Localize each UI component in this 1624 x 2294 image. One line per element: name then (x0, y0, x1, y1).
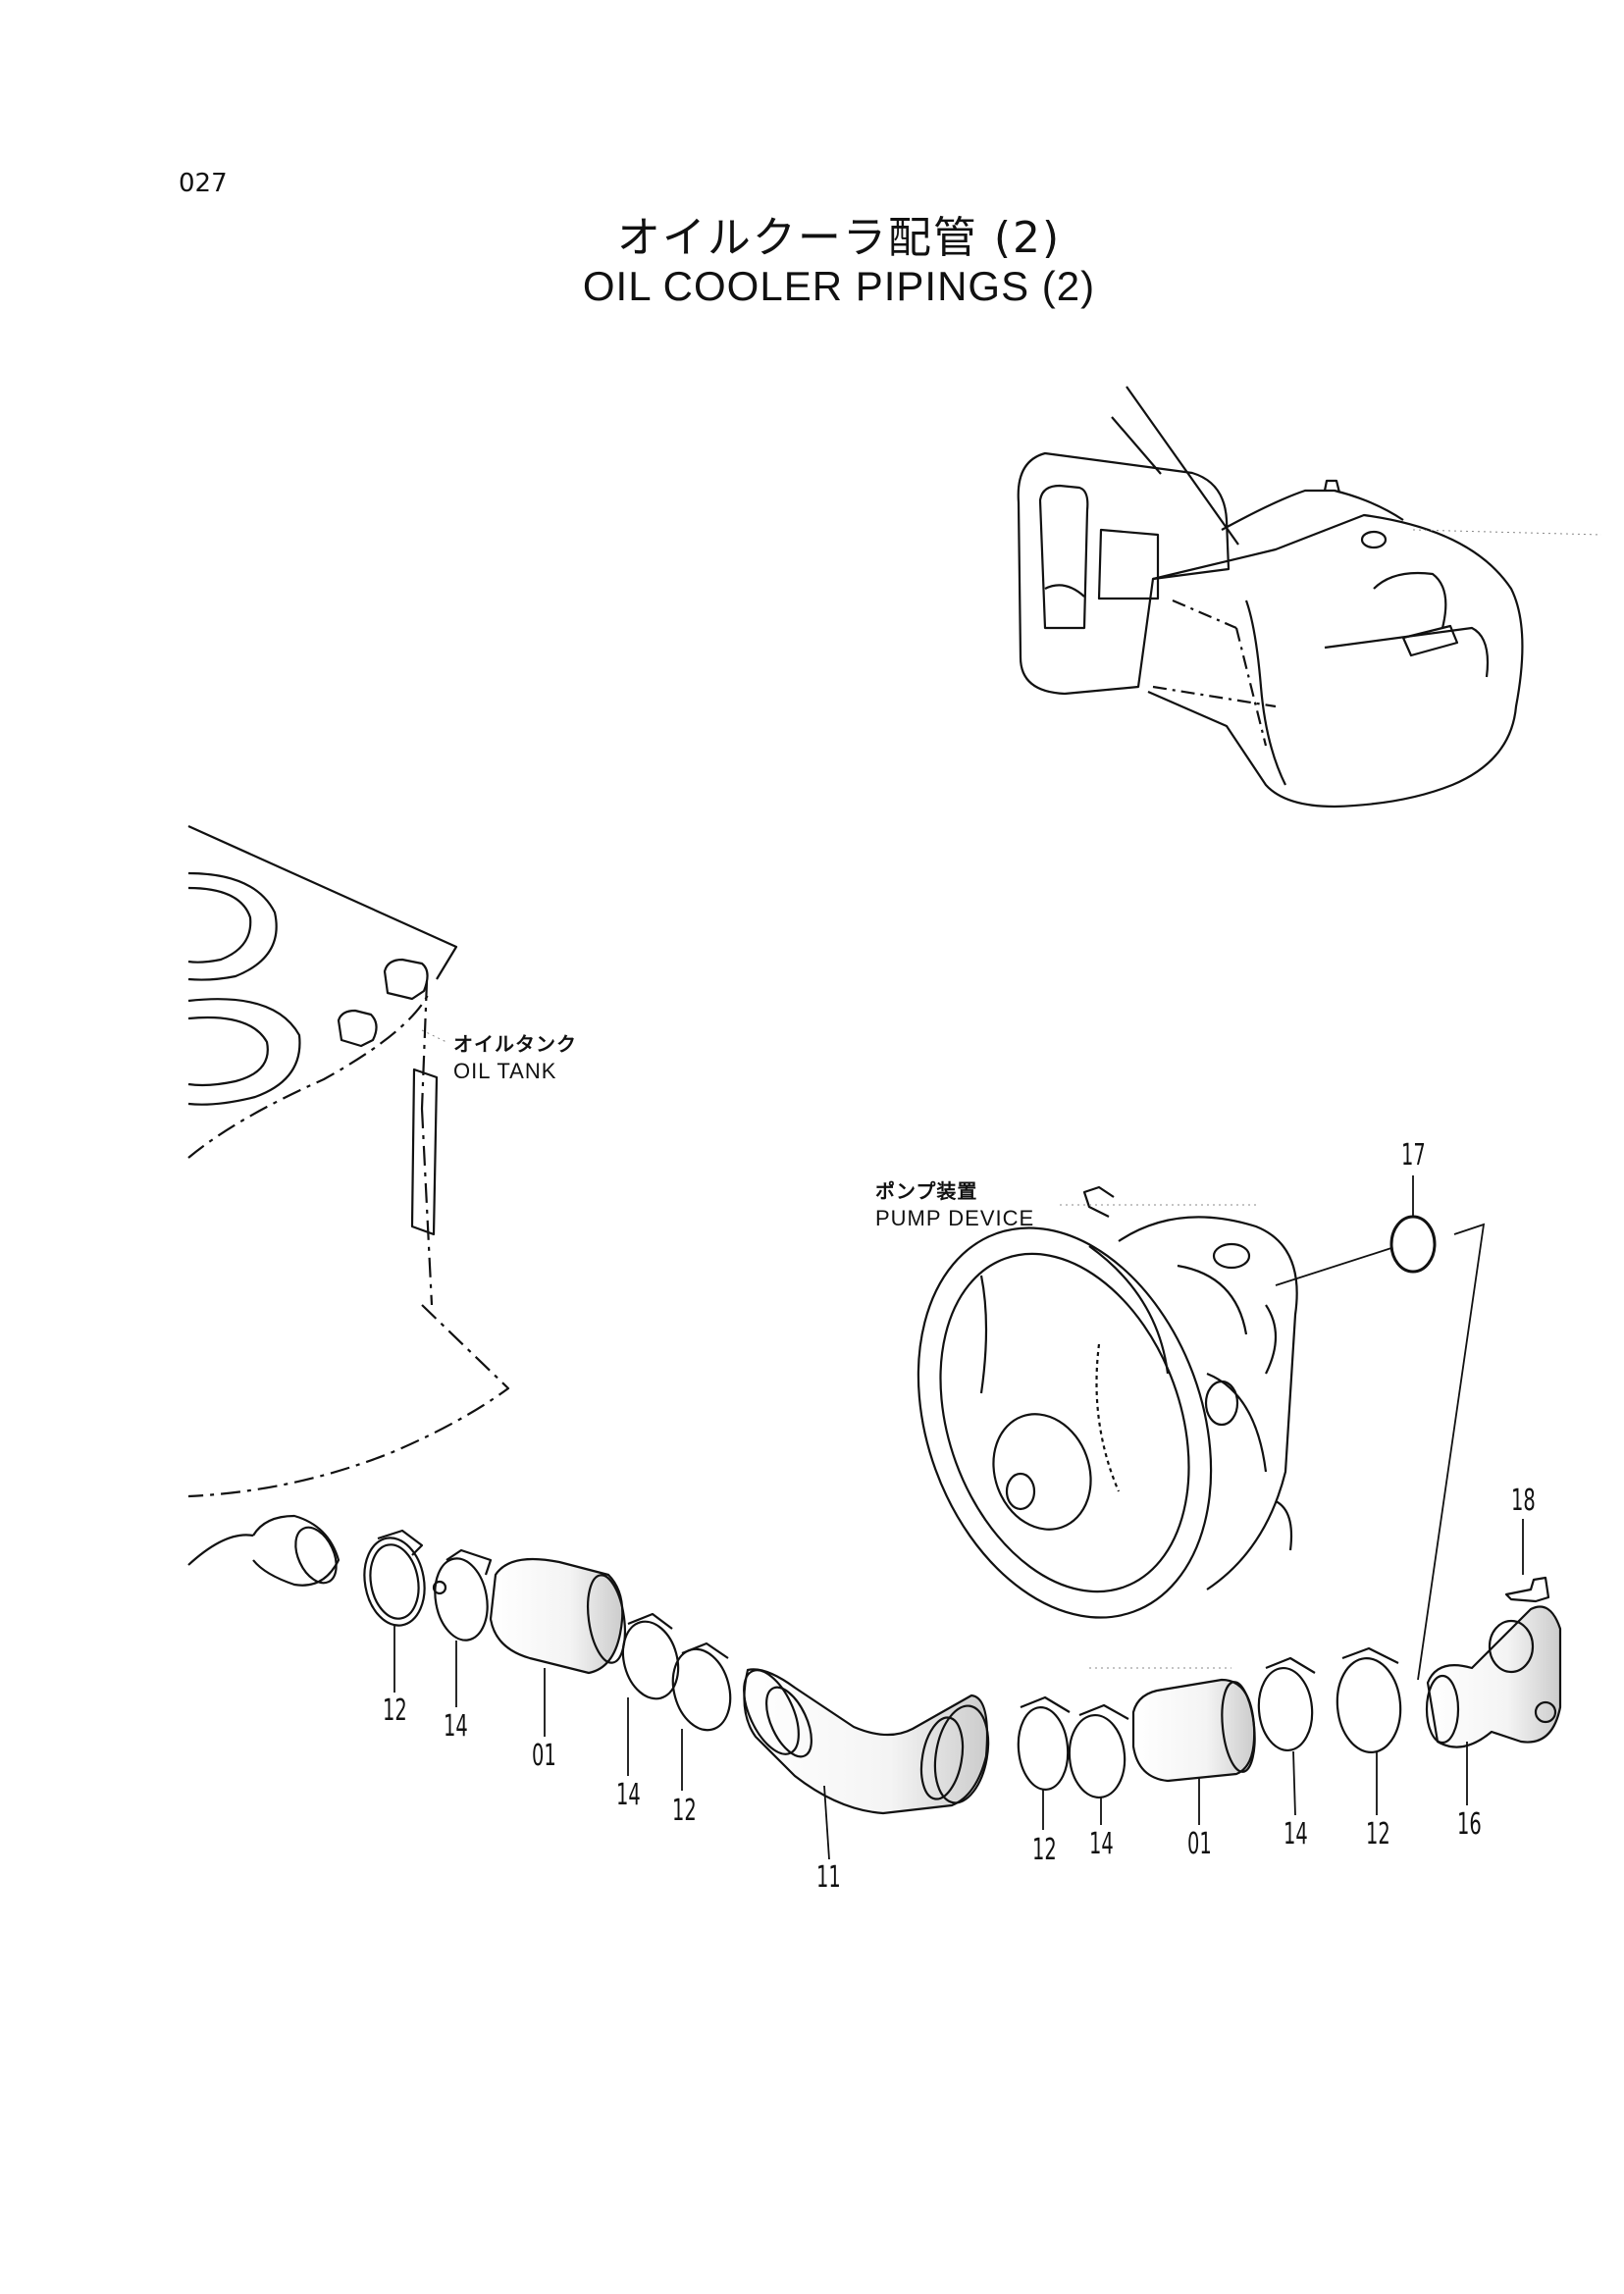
o-ring-to-pump-line (1275, 1247, 1392, 1286)
part-number-01-a: 01 (532, 1739, 556, 1773)
part-number-12-d: 12 (1366, 1817, 1390, 1851)
part-number-01-b: 01 (1187, 1827, 1212, 1861)
pump-device-label-en: PUMP DEVICE (875, 1206, 1035, 1230)
part-number-14-c: 14 (1089, 1827, 1114, 1861)
o-ring-to-elbow-line (1417, 1223, 1486, 1681)
part-14-clamp-2 (621, 1620, 680, 1700)
part-17-o-ring (1389, 1215, 1437, 1274)
pump-device-label: ポンプ装置 PUMP DEVICE (875, 1177, 1034, 1232)
part-01-hose-2 (1131, 1678, 1256, 1783)
oil-tank-label: オイルタンク OIL TANK (453, 1030, 577, 1085)
page-number: 027 (179, 169, 228, 198)
pump-device-label-jp: ポンプ装置 (875, 1179, 978, 1203)
part-number-leaders (393, 1519, 1524, 1860)
oil-tank-label-jp: オイルタンク (453, 1032, 577, 1056)
part-number-18: 18 (1511, 1484, 1536, 1518)
part-12-clamp-4 (1336, 1657, 1402, 1753)
part-12-clamp-3 (1017, 1706, 1070, 1791)
part-number-14-a: 14 (444, 1709, 468, 1744)
title-japanese: オイルクーラ配管 (2) (616, 213, 1062, 263)
part-number-16: 16 (1457, 1807, 1482, 1842)
part-number-14-b: 14 (616, 1778, 641, 1812)
part-14-clamp-1 (434, 1557, 489, 1642)
oil-tank-label-en: OIL TANK (453, 1059, 557, 1083)
part-number-11: 11 (816, 1860, 841, 1895)
part-number-12-b: 12 (672, 1794, 697, 1828)
title-english: OIL COOLER PIPINGS (2) (582, 263, 1096, 309)
part-11-elbow-hose (743, 1668, 989, 1815)
part-16-elbow (1426, 1605, 1562, 1748)
hose-assembly (363, 1529, 1562, 1815)
part-number-17: 17 (1401, 1138, 1426, 1173)
pump-device (917, 1185, 1298, 1619)
part-12-clamp-1 (363, 1537, 426, 1627)
part-number-12-a: 12 (383, 1694, 407, 1728)
part-14-clamp-4 (1257, 1666, 1314, 1752)
part-number-12-c: 12 (1032, 1833, 1057, 1867)
excavator-overview (1017, 386, 1524, 808)
part-14-clamp-3 (1068, 1713, 1126, 1799)
part-18-bolt (1504, 1576, 1550, 1603)
part-number-14-d: 14 (1283, 1817, 1308, 1851)
oil-tank-leader-line (421, 1029, 447, 1043)
oil-tank (187, 824, 510, 1587)
overview-leader-line (1412, 529, 1602, 536)
